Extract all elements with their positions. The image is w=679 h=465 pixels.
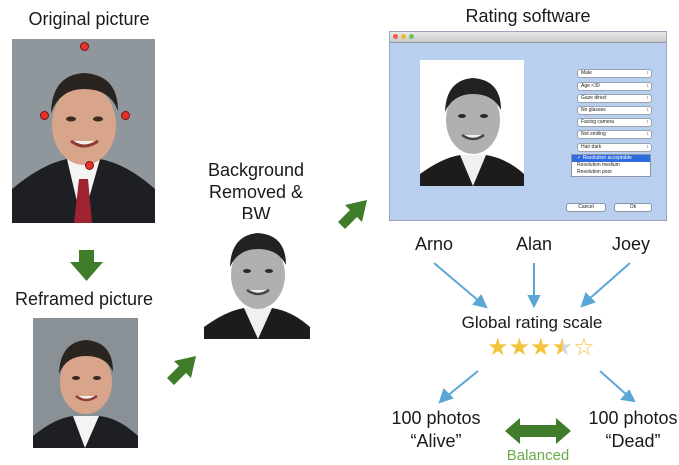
minimize-window-button[interactable] bbox=[401, 34, 406, 39]
chevron-updown-icon: ↕ bbox=[646, 83, 650, 89]
reframed-photo bbox=[33, 318, 138, 448]
chevron-updown-icon: ↕ bbox=[646, 131, 650, 137]
landmark-marker bbox=[85, 161, 94, 170]
arrow-reframed-to-bw bbox=[167, 356, 196, 385]
star-icon: ★ bbox=[530, 333, 552, 361]
select-value: Gaze direct bbox=[581, 95, 607, 101]
software-select[interactable]: Male ↕ bbox=[577, 69, 652, 78]
dropdown-option[interactable]: Resolution medium bbox=[577, 162, 620, 168]
select-value: Facing camera bbox=[581, 119, 615, 125]
dead-label: “Dead” bbox=[605, 431, 661, 451]
star-icon: ★ bbox=[508, 333, 531, 361]
rater-name: Alan bbox=[515, 234, 553, 254]
software-select[interactable]: Facing camera ↕ bbox=[577, 118, 652, 127]
reframed-picture-title: Reframed picture bbox=[14, 289, 154, 309]
original-picture-title: Original picture bbox=[28, 9, 150, 29]
landmark-marker bbox=[121, 111, 130, 120]
alive-count-label: 100 photos bbox=[391, 408, 481, 428]
down-arrow-original-to-reframed bbox=[70, 250, 103, 281]
chevron-updown-icon: ↕ bbox=[646, 95, 650, 101]
zoom-window-button[interactable] bbox=[409, 34, 414, 39]
select-value: Hair dark bbox=[581, 144, 602, 150]
close-window-button[interactable] bbox=[393, 34, 398, 39]
star-icon: ☆ bbox=[573, 333, 595, 361]
star-icon: ★ bbox=[487, 333, 509, 361]
landmark-marker bbox=[40, 111, 49, 120]
balanced-label: Balanced bbox=[506, 447, 570, 464]
star-icon: ★ bbox=[551, 333, 574, 361]
bw-photo bbox=[204, 219, 310, 339]
software-select[interactable]: Gaze direct ↕ bbox=[577, 94, 652, 103]
select-value: No glasses bbox=[581, 107, 606, 113]
software-select[interactable]: Hair dark ↕ bbox=[577, 143, 652, 152]
arrow-bw-to-software bbox=[338, 200, 367, 229]
rating-software-title: Rating software bbox=[465, 6, 591, 26]
select-value: Not smiling bbox=[581, 131, 606, 137]
software-select[interactable]: Age <30 ↕ bbox=[577, 82, 652, 91]
rater-name: Joey bbox=[611, 234, 651, 254]
ok-button[interactable]: Ok bbox=[614, 203, 652, 212]
chevron-updown-icon: ↕ bbox=[646, 144, 650, 150]
window-titlebar bbox=[390, 32, 666, 43]
star-rating: ★★★★☆ bbox=[487, 335, 595, 360]
background-removed-title: Background Removed & BW bbox=[207, 160, 305, 224]
rating-software-window: Male↕Age <30↕Gaze direct↕No glasses↕Faci… bbox=[389, 31, 667, 221]
select-value: Age <30 bbox=[581, 83, 600, 89]
landmark-marker bbox=[80, 42, 89, 51]
original-photo bbox=[12, 39, 155, 223]
cancel-button[interactable]: Cancel bbox=[566, 203, 606, 212]
rater-name: Arno bbox=[414, 234, 454, 254]
chevron-updown-icon: ↕ bbox=[646, 119, 650, 125]
chevron-updown-icon: ↕ bbox=[646, 107, 650, 113]
alive-label: “Alive” bbox=[410, 431, 462, 451]
dropdown-option[interactable]: ✓ Resolution acceptable bbox=[572, 155, 650, 162]
global-rating-scale-label: Global rating scale bbox=[461, 313, 603, 332]
dead-count-label: 100 photos bbox=[588, 408, 678, 428]
software-select[interactable]: Not smiling ↕ bbox=[577, 130, 652, 139]
chevron-updown-icon: ↕ bbox=[646, 70, 650, 76]
software-photo-preview bbox=[420, 60, 524, 186]
balanced-double-arrow bbox=[505, 418, 571, 444]
software-select[interactable]: No glasses ↕ bbox=[577, 106, 652, 115]
select-value: Male bbox=[581, 70, 592, 76]
dropdown-option[interactable]: Resolution poor bbox=[577, 169, 613, 175]
